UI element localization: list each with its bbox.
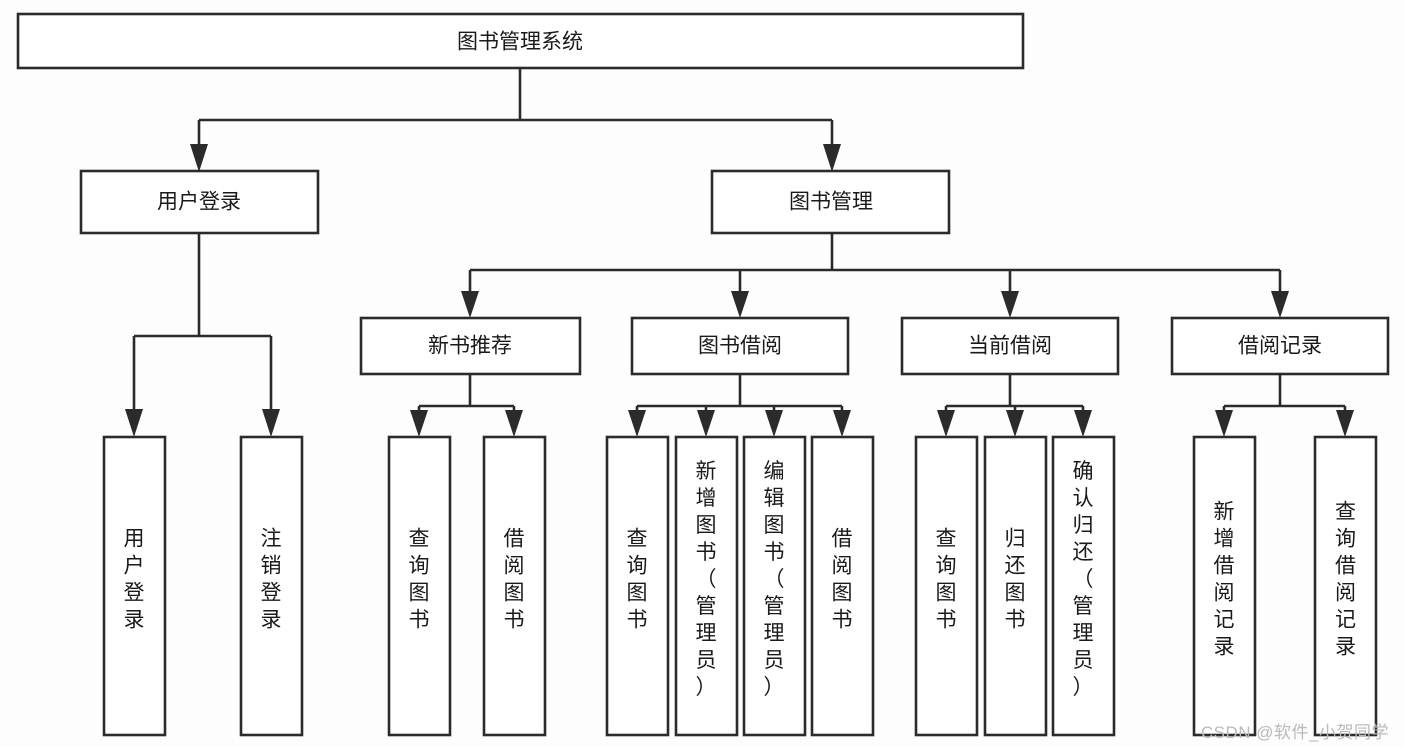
node-leaf-logout[interactable]: 注销登录	[239, 435, 304, 737]
node-leaf-query-book-1-label: 查询图书	[409, 528, 430, 632]
node-leaf-return-book-box[interactable]	[983, 435, 1048, 737]
arrow-to-leaf-query-book-1	[410, 410, 428, 437]
node-leaf-query-book-1[interactable]: 查询图书	[387, 435, 452, 737]
node-user-login-label: 用户登录	[157, 191, 241, 214]
connector-book-manage-trunk	[468, 233, 1282, 294]
node-leaf-confirm-return-box[interactable]	[1051, 435, 1116, 737]
node-root-box[interactable]	[16, 12, 1025, 70]
node-book-manage-box[interactable]	[710, 169, 951, 235]
arrow-to-leaf-add-record	[1215, 410, 1233, 437]
node-leaf-borrow-book-2-label: 借阅图书	[832, 528, 853, 632]
arrow-to-leaf-confirm-return	[1074, 410, 1092, 437]
node-user-login[interactable]: 用户登录	[79, 169, 320, 235]
node-root[interactable]: 图书管理系统	[16, 12, 1025, 70]
node-leaf-user-login[interactable]: 用户登录	[102, 435, 167, 737]
node-leaf-query-book-2-label: 查询图书	[627, 528, 648, 632]
node-leaf-add-record[interactable]: 新增借阅记录	[1192, 435, 1257, 737]
node-leaf-return-book[interactable]: 归还图书	[983, 435, 1048, 737]
node-root-label: 图书管理系统	[457, 31, 583, 54]
node-leaf-return-book-label: 归还图书	[1005, 528, 1026, 632]
node-leaf-add-book-box[interactable]	[674, 435, 739, 737]
node-leaf-borrow-book-2-box[interactable]	[810, 435, 875, 737]
node-leaf-query-book-3-box[interactable]	[914, 435, 979, 737]
node-leaf-query-record-label: 查询借阅记录	[1335, 501, 1356, 659]
node-leaf-confirm-return-label: 确认归还（管理员）	[1073, 460, 1094, 699]
arrow-to-user-login	[190, 144, 208, 172]
node-current-borrow-label: 当前借阅	[968, 335, 1052, 358]
node-leaf-logout-box[interactable]	[239, 435, 304, 737]
connector-user-login-trunk	[132, 233, 273, 412]
connector-new-book-rec-trunk	[417, 374, 516, 414]
node-leaf-edit-book-box[interactable]	[742, 435, 807, 737]
node-leaf-query-book-1-box[interactable]	[387, 435, 452, 737]
connectors-layer	[125, 68, 1354, 437]
arrow-to-leaf-borrow-book-2	[833, 410, 851, 437]
node-leaf-query-book-3[interactable]: 查询图书	[914, 435, 979, 737]
node-leaf-user-login-label: 用户登录	[124, 528, 145, 632]
node-borrow-record-box[interactable]	[1170, 316, 1390, 376]
node-borrow-record-label: 借阅记录	[1238, 335, 1322, 358]
node-leaf-query-record[interactable]: 查询借阅记录	[1313, 435, 1378, 737]
node-leaf-query-book-2[interactable]: 查询图书	[605, 435, 670, 737]
node-book-manage-label: 图书管理	[789, 191, 873, 214]
connector-root-trunk	[197, 68, 834, 147]
arrow-to-leaf-query-book-2	[628, 410, 646, 437]
arrow-to-new-book-rec	[461, 291, 479, 318]
arrow-to-current-borrow	[1001, 291, 1019, 318]
node-leaf-borrow-book-2[interactable]: 借阅图书	[810, 435, 875, 737]
node-current-borrow[interactable]: 当前借阅	[900, 316, 1120, 376]
node-leaf-add-record-label: 新增借阅记录	[1214, 501, 1235, 659]
node-leaf-edit-book[interactable]: 编辑图书（管理员）	[742, 435, 807, 737]
node-leaf-query-record-box[interactable]	[1313, 435, 1378, 737]
node-current-borrow-box[interactable]	[900, 316, 1120, 376]
node-book-borrow-label: 图书借阅	[698, 335, 782, 358]
node-leaf-query-book-2-box[interactable]	[605, 435, 670, 737]
node-book-manage[interactable]: 图书管理	[710, 169, 951, 235]
node-leaf-borrow-book-1-label: 借阅图书	[504, 528, 525, 632]
node-book-borrow[interactable]: 图书借阅	[630, 316, 850, 376]
arrow-to-book-borrow	[731, 291, 749, 318]
node-leaf-add-book-label: 新增图书（管理员）	[696, 460, 717, 699]
arrow-to-leaf-borrow-book-1	[505, 410, 523, 437]
node-borrow-record[interactable]: 借阅记录	[1170, 316, 1390, 376]
arrow-to-leaf-add-book	[697, 410, 715, 437]
node-leaf-query-book-3-label: 查询图书	[936, 528, 957, 632]
arrow-to-borrow-record	[1271, 291, 1289, 318]
node-new-book-rec-box[interactable]	[359, 316, 582, 376]
connector-borrow-record-trunk	[1222, 374, 1347, 414]
csdn-watermark: CSDN @软件_小贺同学	[1200, 723, 1389, 742]
arrow-to-book-manage	[823, 144, 841, 172]
connector-book-borrow-trunk	[635, 374, 844, 414]
arrow-to-leaf-return-book	[1006, 410, 1024, 437]
node-user-login-box[interactable]	[79, 169, 320, 235]
node-leaf-user-login-box[interactable]	[102, 435, 167, 737]
node-leaf-confirm-return[interactable]: 确认归还（管理员）	[1051, 435, 1116, 737]
node-leaf-add-book[interactable]: 新增图书（管理员）	[674, 435, 739, 737]
node-new-book-rec[interactable]: 新书推荐	[359, 316, 582, 376]
arrow-to-leaf-user-login	[125, 409, 143, 437]
node-book-borrow-box[interactable]	[630, 316, 850, 376]
node-leaf-borrow-book-1[interactable]: 借阅图书	[482, 435, 547, 737]
arrow-to-leaf-edit-book	[765, 410, 783, 437]
node-leaf-edit-book-label: 编辑图书（管理员）	[764, 460, 785, 699]
node-new-book-rec-label: 新书推荐	[428, 335, 512, 358]
node-leaf-logout-label: 注销登录	[261, 528, 282, 632]
node-leaf-borrow-book-1-box[interactable]	[482, 435, 547, 737]
connector-current-borrow-trunk	[944, 374, 1085, 414]
arrow-to-leaf-logout	[262, 409, 280, 437]
arrow-to-leaf-query-book-3	[937, 410, 955, 437]
arrow-to-leaf-query-record	[1336, 410, 1354, 437]
node-leaf-add-record-box[interactable]	[1192, 435, 1257, 737]
